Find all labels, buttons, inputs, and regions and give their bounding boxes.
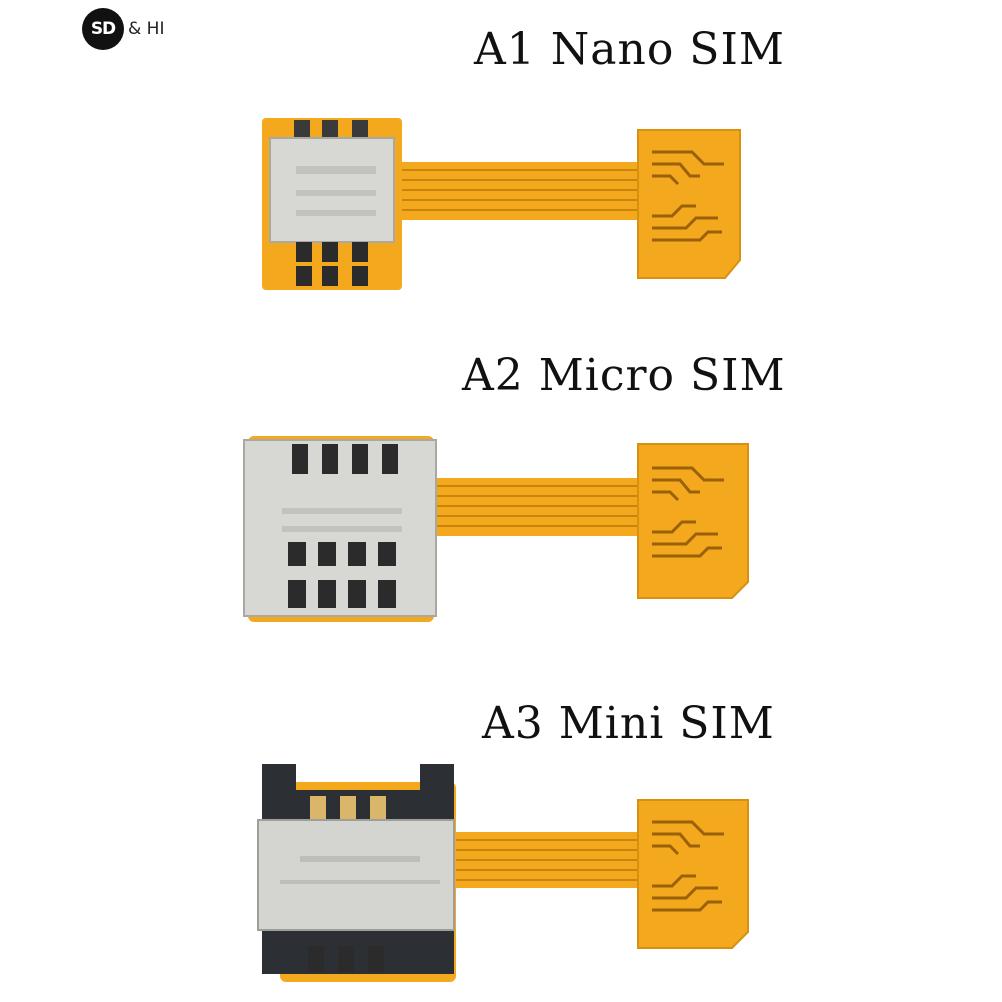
micro-sim-adapter-image [243, 436, 749, 622]
brand-logo: SD & HI [82, 8, 164, 50]
logo-badge: SD [82, 8, 124, 50]
mini-sim-adapter-image [257, 764, 749, 982]
logo-text: & HI [128, 19, 165, 39]
product-label-a2: A2 Micro SIM [462, 350, 786, 401]
nano-sim-adapter-image [262, 118, 741, 290]
product-label-a1: A1 Nano SIM [474, 24, 785, 75]
product-label-a3: A3 Mini SIM [482, 698, 775, 749]
